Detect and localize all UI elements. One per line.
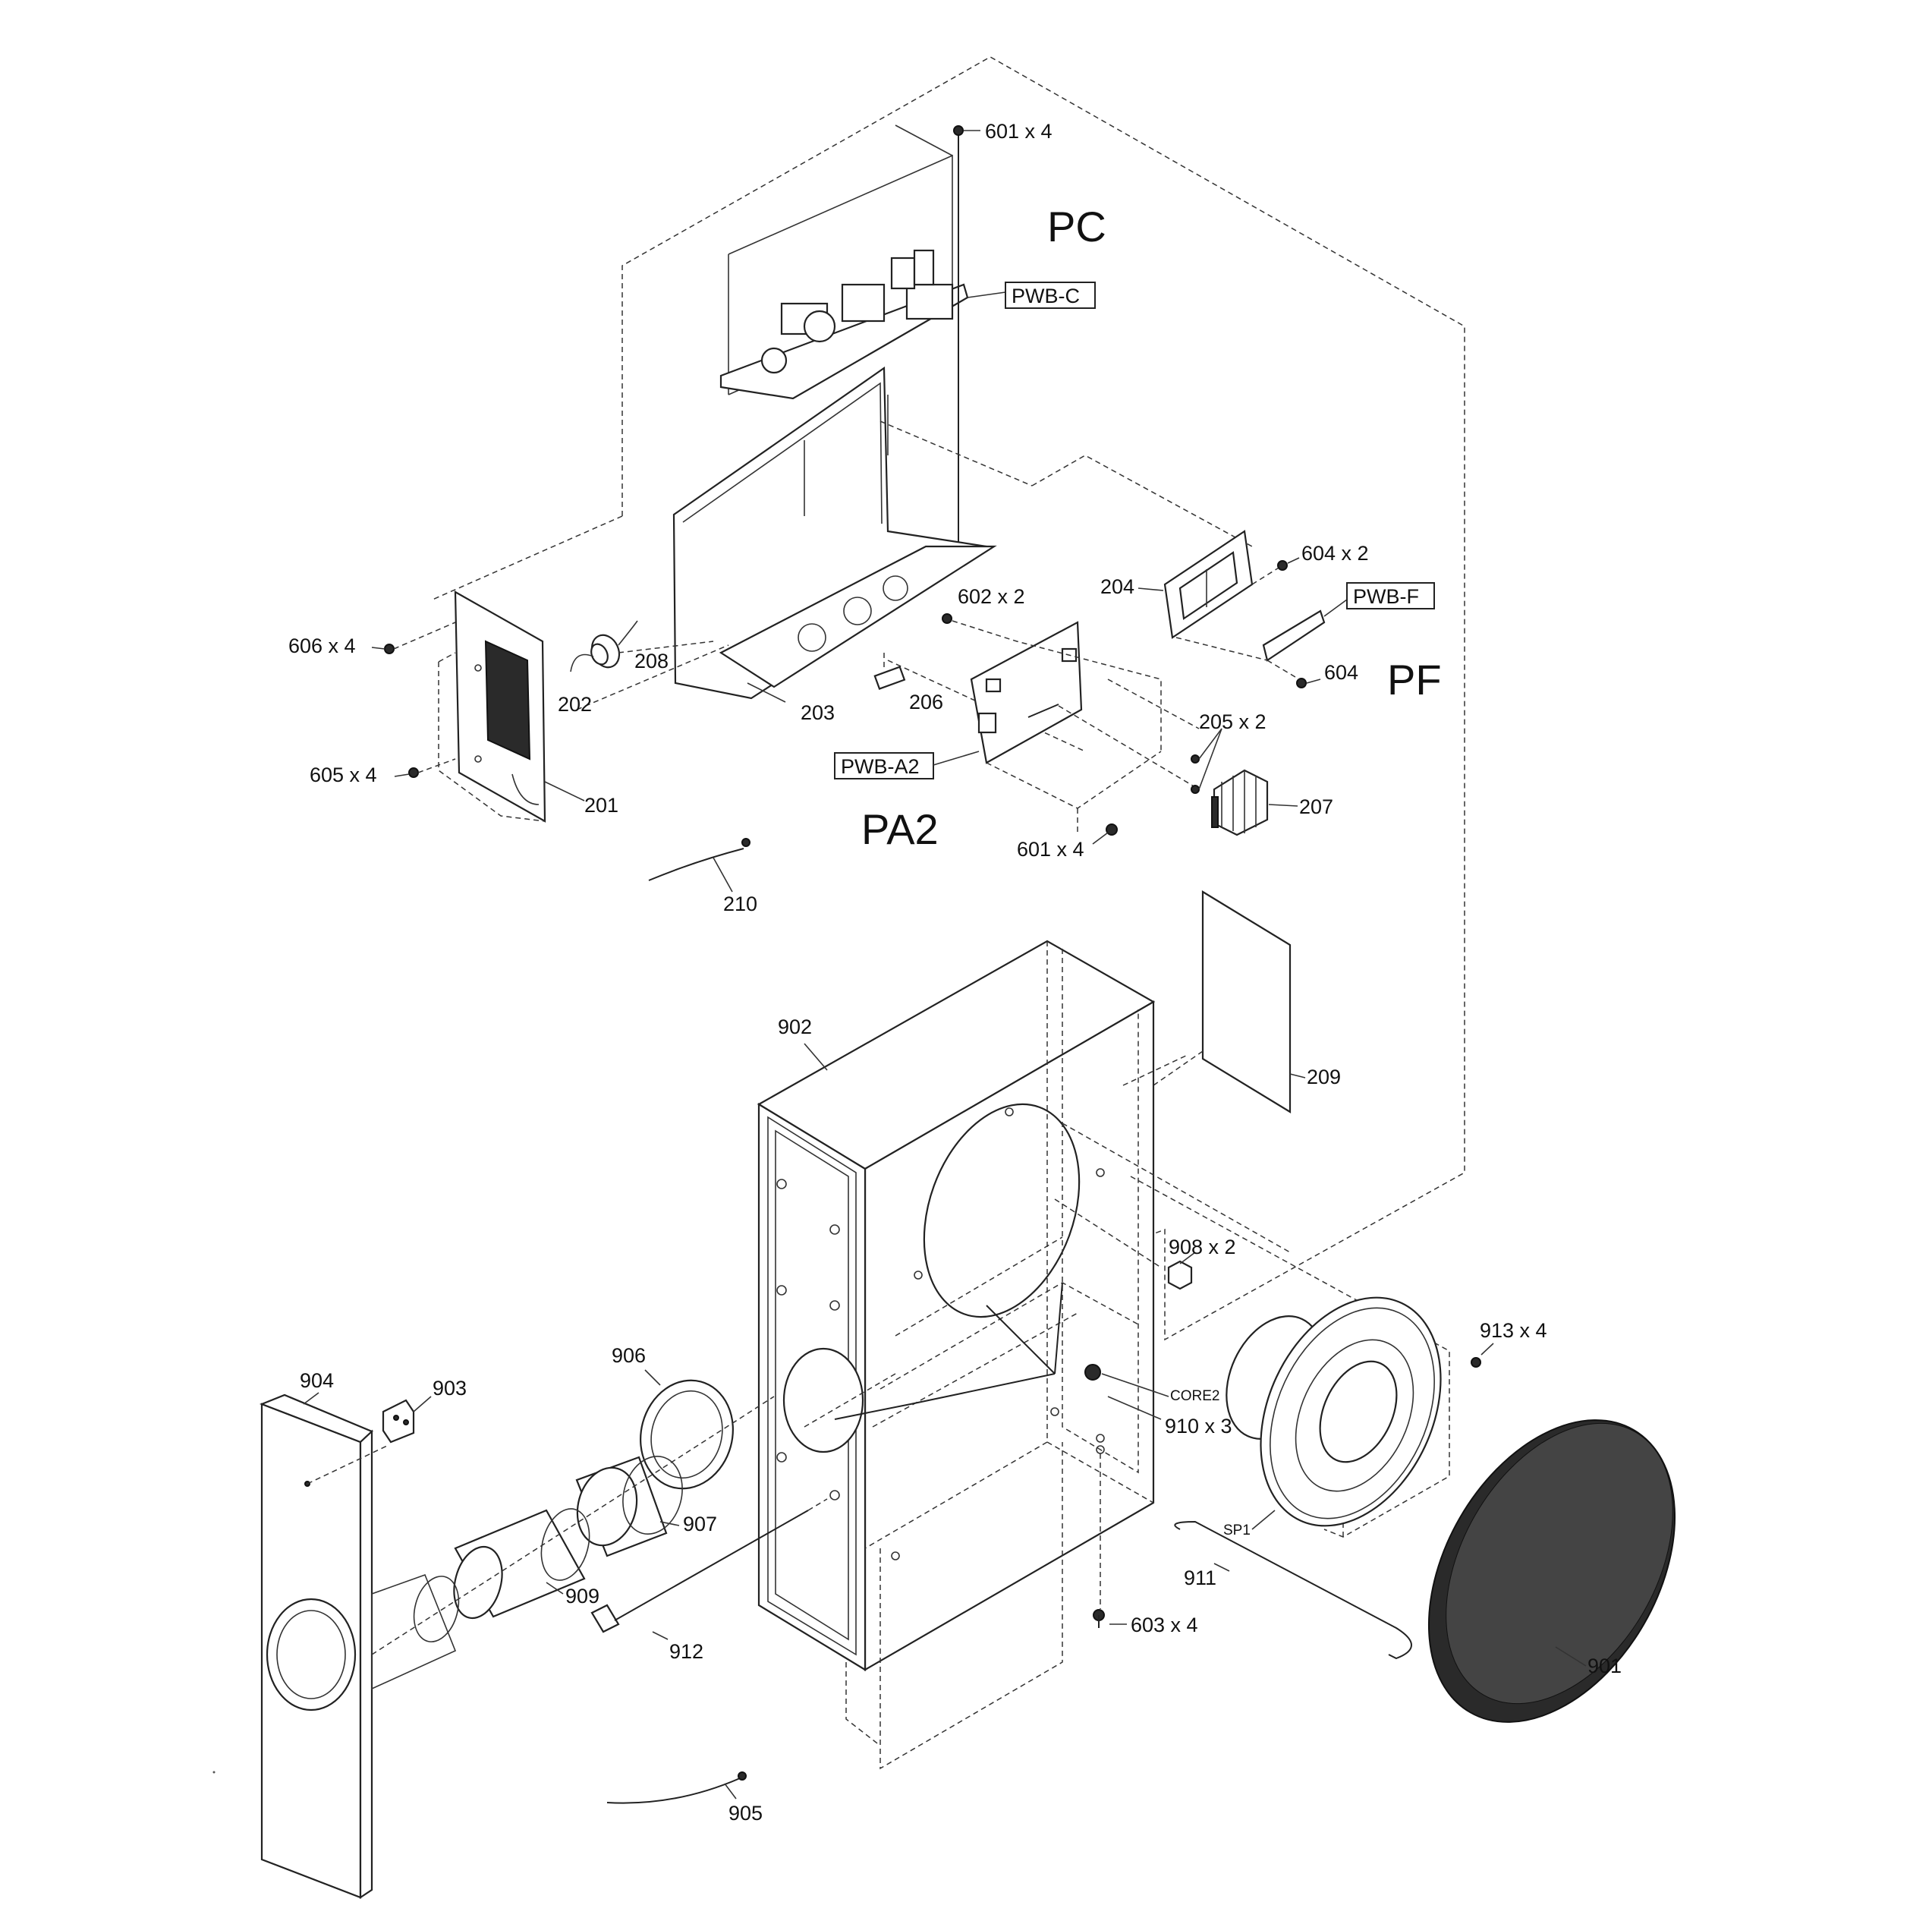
section-label-pa2: PA2 (861, 805, 939, 853)
label-206: 206 (909, 691, 943, 713)
label-901: 901 (1587, 1655, 1622, 1677)
heatsink-207 (1191, 728, 1298, 836)
pwb-a2-box (834, 752, 934, 779)
pwb-f-assembly (1137, 530, 1348, 688)
label-904: 904 (300, 1369, 334, 1392)
label-907: 907 (683, 1513, 717, 1535)
label-203: 203 (801, 701, 835, 724)
label-902: 902 (778, 1016, 812, 1038)
label-210: 210 (723, 893, 757, 915)
wire-905 (606, 1778, 741, 1804)
wire-911 (1174, 1520, 1412, 1660)
screw-913 (1471, 1357, 1481, 1368)
grille-901 (1427, 1419, 1676, 1723)
core2-ferrite (1084, 1364, 1101, 1381)
label-sp1: SP1 (1223, 1523, 1251, 1538)
section-label-pc: PC (1047, 203, 1106, 250)
label-pwb-f: PWB-F (1353, 585, 1419, 608)
pwb-f-box (1346, 582, 1435, 609)
label-908: 908 x 2 (1169, 1236, 1236, 1258)
bracket-903 (382, 1399, 415, 1444)
label-911: 911 (1184, 1567, 1216, 1589)
cabinet-902 (757, 940, 1291, 1770)
pwb-a2-board (952, 620, 1200, 835)
label-604x2: 604 x 2 (1301, 542, 1369, 565)
assembly-outline (621, 56, 1465, 1367)
rear-panel-201 (438, 590, 585, 823)
wire-910 (834, 1373, 1056, 1420)
front-baffle-904 (259, 1393, 388, 1900)
spacer-908 (1167, 1260, 1193, 1290)
label-913: 913 x 4 (1480, 1319, 1547, 1342)
section-label-pf: PF (1387, 656, 1442, 704)
label-201: 201 (584, 794, 618, 817)
label-903: 903 (433, 1377, 467, 1400)
label-905: 905 (728, 1802, 763, 1825)
label-604: 604 (1324, 661, 1358, 684)
wire-912 (590, 1498, 828, 1633)
label-909: 909 (565, 1585, 599, 1608)
chassis-203 (672, 366, 1253, 752)
label-pwb-c: PWB-C (1012, 285, 1080, 307)
screw-601-bottom (1106, 823, 1118, 836)
pwb-c-box (1005, 282, 1096, 309)
label-205: 205 x 2 (1199, 710, 1266, 733)
label-202: 202 (558, 693, 592, 716)
label-pwb-a2: PWB-A2 (841, 755, 920, 778)
label-910: 910 x 3 (1165, 1415, 1232, 1437)
label-208: 208 (634, 650, 669, 672)
port-assembly (371, 1379, 775, 1690)
label-906: 906 (612, 1344, 646, 1367)
pc-board-assembly (719, 124, 1006, 546)
label-207: 207 (1299, 795, 1333, 818)
label-204: 204 (1100, 575, 1134, 598)
label-601-bottom: 601 x 4 (1017, 838, 1084, 861)
label-core2: CORE2 (1170, 1388, 1219, 1404)
assembly-outline-inner (432, 515, 623, 600)
label-606: 606 x 4 (288, 635, 356, 657)
speaker-sp1 (1130, 1176, 1450, 1538)
label-912: 912 (669, 1640, 703, 1663)
label-209: 209 (1307, 1066, 1341, 1088)
screw-602 (942, 613, 952, 624)
label-605: 605 x 4 (310, 764, 377, 786)
wire-210 (648, 848, 744, 881)
connector-202 (570, 620, 729, 710)
label-601-top: 601 x 4 (985, 120, 1053, 143)
label-602: 602 x 2 (958, 585, 1025, 608)
sheet-209 (1201, 890, 1292, 1113)
label-603: 603 x 4 (1131, 1614, 1198, 1636)
